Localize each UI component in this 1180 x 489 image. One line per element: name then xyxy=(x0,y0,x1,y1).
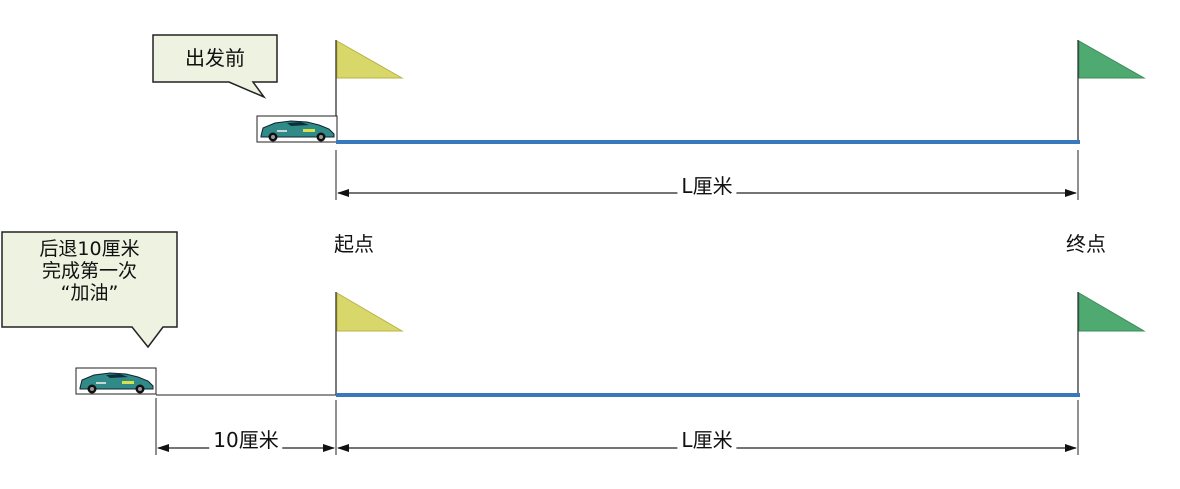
start-flag-icon xyxy=(335,40,404,142)
top-scene xyxy=(152,34,1146,200)
bubble-text-top: 出发前 xyxy=(185,46,245,70)
race-car-icon xyxy=(256,115,338,143)
start-label: 起点 xyxy=(334,232,374,256)
bubble-line-1: 后退10厘米 xyxy=(39,238,140,260)
bubble-line-2: 完成第一次 xyxy=(41,260,137,282)
bubble-text-bottom: 后退10厘米 完成第一次 “加油” xyxy=(2,238,177,304)
finish-flag-icon xyxy=(1077,40,1146,142)
backup-distance-label: 10厘米 xyxy=(209,424,283,453)
start-flag-icon xyxy=(335,292,404,395)
speech-bubble-top xyxy=(152,34,278,99)
bubble-line-3: “加油” xyxy=(60,282,119,304)
distance-label-bottom: L厘米 xyxy=(677,424,737,453)
finish-label: 终点 xyxy=(1066,232,1106,256)
finish-flag-icon xyxy=(1077,292,1146,395)
race-car-icon xyxy=(75,367,157,395)
speech-bubble-bottom xyxy=(1,231,178,349)
distance-label-top: L厘米 xyxy=(677,170,737,199)
